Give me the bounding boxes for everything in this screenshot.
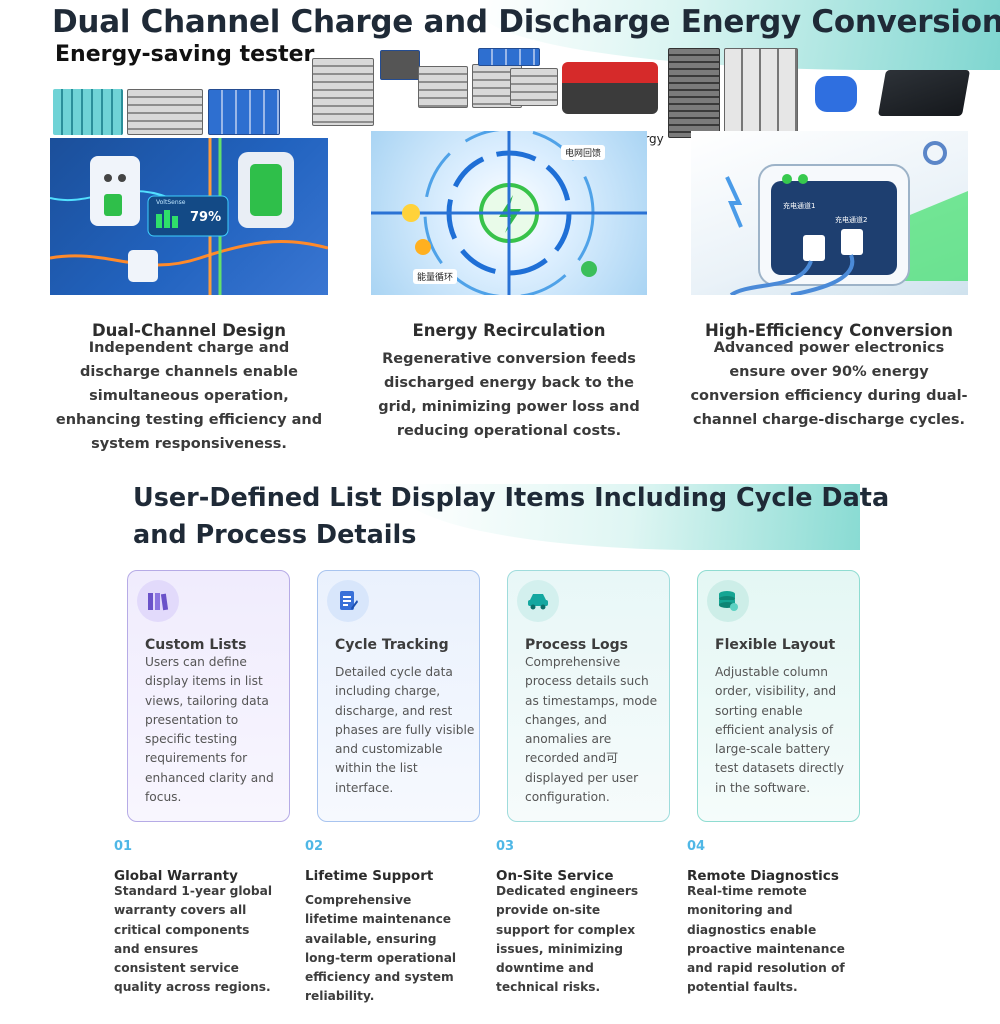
card-process-logs: Process Logs Comprehensive process detai… <box>507 570 670 822</box>
card-title: Process Logs <box>525 637 629 653</box>
service-title-lifetime-support: Lifetime Support <box>305 868 434 884</box>
dual-channel-illustration: 79% VoltSense <box>50 138 328 295</box>
card-title: Cycle Tracking <box>335 637 449 653</box>
battery-box-photo <box>380 50 420 80</box>
feature-desc-high-efficiency: Advanced power electronics ensure over 9… <box>690 340 968 428</box>
document-edit-icon <box>327 580 369 622</box>
card-description: Detailed cycle data including charge, di… <box>335 665 475 795</box>
section-title: User-Defined List Display Items Includin… <box>133 480 889 554</box>
battery-pack-photo <box>562 62 658 114</box>
service-number: 03 <box>496 839 515 854</box>
service-number: 01 <box>114 839 133 854</box>
tester-rack-3-photo <box>510 68 558 106</box>
cell-tray-photo <box>478 48 540 66</box>
books-icon <box>137 580 179 622</box>
card-description: Comprehensive process details such as ti… <box>525 655 658 805</box>
tester-tray-photo <box>127 89 203 135</box>
card-cycle-tracking: Cycle Tracking Detailed cycle data inclu… <box>317 570 480 822</box>
service-title-on-site-service: On-Site Service <box>496 868 614 884</box>
service-number: 02 <box>305 839 324 854</box>
card-title: Custom Lists <box>145 637 247 653</box>
service-title-remote-diagnostics: Remote Diagnostics <box>687 868 839 884</box>
feature-desc-dual-channel: Independent charge and discharge channel… <box>55 340 323 452</box>
tester-rack-photo <box>418 66 468 108</box>
service-title-global-warranty: Global Warranty <box>114 868 238 884</box>
section-title-line-2: and Process Details <box>133 520 417 550</box>
converter-art <box>725 141 968 295</box>
energy-cycle-tag: 能量循环 <box>413 269 458 284</box>
card-description: Users can define display items in list v… <box>145 655 274 805</box>
recirculation-art <box>371 131 647 295</box>
feature-desc-energy-recirculation: Regenerative conversion feeds discharged… <box>378 351 640 439</box>
card-description: Adjustable column order, visibility, and… <box>715 665 845 795</box>
battery-modules-photo <box>208 89 280 135</box>
dual-channel-art <box>50 138 328 295</box>
feature-title-energy-recirculation: Energy Recirculation <box>412 321 606 340</box>
page-subtitle: Energy-saving tester <box>55 42 315 67</box>
energy-recirculation-illustration: 电网回馈 能量循环 <box>371 131 647 295</box>
card-custom-lists: Custom Lists Users can define display it… <box>127 570 290 822</box>
service-desc-global-warranty: Standard 1-year global warranty covers a… <box>114 884 273 995</box>
charge-channel-2-label: 充电通道2 <box>835 216 868 224</box>
high-efficiency-illustration: 充电通道1 充电通道2 <box>691 131 968 295</box>
voltsense-text: VoltSense <box>156 199 186 206</box>
car-icon <box>517 580 559 622</box>
section-title-line-1: User-Defined List Display Items Includin… <box>133 483 890 513</box>
service-desc-lifetime-support: Comprehensive lifetime maintenance avail… <box>305 893 457 1004</box>
cylindrical-cells-photo <box>53 89 123 135</box>
page-title: Dual Channel Charge and Discharge Energy… <box>52 4 1000 40</box>
blue-cell-pack-photo <box>815 76 857 112</box>
database-icon <box>707 580 749 622</box>
battery-percent-text: 79% <box>190 210 222 225</box>
service-desc-on-site-service: Dedicated engineers provide on-site supp… <box>496 884 639 995</box>
tester-cabinet-photo <box>312 58 374 126</box>
card-title: Flexible Layout <box>715 637 836 653</box>
service-number: 04 <box>687 839 706 854</box>
cell-rack-photo <box>724 48 798 138</box>
feature-title-dual-channel: Dual-Channel Design <box>91 321 287 340</box>
battery-module-photo <box>877 70 971 116</box>
service-desc-remote-diagnostics: Real-time remote monitoring and diagnost… <box>687 884 845 995</box>
feature-title-high-efficiency: High-Efficiency Conversion <box>704 321 954 340</box>
tester-cabinet-large-photo <box>668 48 720 138</box>
card-flexible-layout: Flexible Layout Adjustable column order,… <box>697 570 860 822</box>
grid-feedback-tag: 电网回馈 <box>561 145 606 160</box>
charge-channel-1-label: 充电通道1 <box>783 202 816 210</box>
